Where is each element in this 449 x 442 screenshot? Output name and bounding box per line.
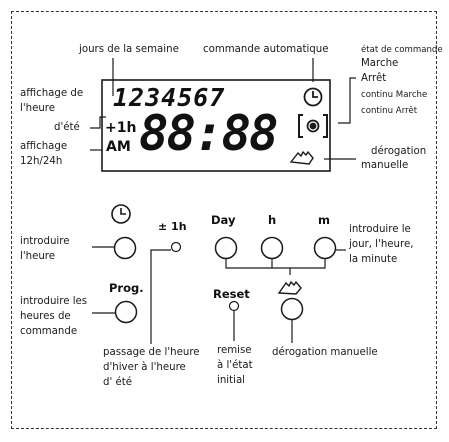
lcd-frame [101,79,331,172]
reset-button-label: Reset [213,287,250,301]
label-continu-marche: continu Marche [361,90,428,100]
label-intro-cmd-1: introduire les [20,296,88,307]
manual-button [280,297,304,321]
lcd-days: 1234567 [113,83,226,112]
day-button [214,236,238,260]
leader-etat [338,77,356,124]
label-passage-3: d' été [103,377,133,388]
label-passage-2: d'hiver à l'heure [103,362,186,373]
lcd-am: AM [106,139,131,155]
label-intro-heure-2: l'heure [20,251,56,262]
label-affichage-ete-2: l'heure [20,103,56,114]
label-derogation-manuelle: dérogation manuelle [272,347,378,358]
label-intro-heure-1: introduire [20,236,70,247]
leader-passage [150,249,171,344]
diagram-frame [11,11,437,429]
day-button-label: Day [211,213,236,227]
label-affichage-1224-1: affichage [20,141,68,152]
label-intro-jour-1: introduire le [349,224,411,235]
clock-set-button [113,236,137,260]
prog-button [114,300,138,324]
label-derogation-1: dérogation [371,146,427,157]
lcd-time: 88:88 [139,105,279,162]
label-passage-1: passage de l'heure [103,347,200,358]
label-affichage-ete-1: affichage de [20,88,84,99]
m-button-label: m [318,213,330,227]
h-button [260,236,284,260]
reset-button [228,300,240,312]
label-remise-3: initial [217,375,246,386]
label-intro-jour-2: jour, l'heure, [349,239,414,250]
hand-icon [277,280,302,295]
label-etat-commande: état de commande [361,45,443,55]
label-commande-auto: commande automatique [203,44,329,55]
m-button [313,236,337,260]
leader-day-h-m [225,259,326,269]
label-remise-1: remise [217,345,252,356]
label-remise-2: à l'état [217,360,253,371]
label-continu-arret: continu Arrêt [361,106,418,116]
leader-ete [90,116,106,129]
clock-icon [111,204,131,224]
lcd-plus1h: +1h [105,120,137,136]
plus1h-button-label: ± 1h [158,220,187,233]
plus1h-small-button [170,241,182,253]
lcd-clock-icon [303,87,323,107]
h-button-label: h [268,213,277,227]
label-derogation-2: manuelle [361,160,409,171]
label-intro-jour-3: la minute [349,254,398,265]
label-affichage-1224-2: 12h/24h [20,156,63,167]
label-arret: Arrêt [361,73,387,84]
label-jours: jours de la semaine [79,44,179,55]
label-intro-cmd-3: commande [20,326,78,337]
label-affichage-ete-3: d'été [54,122,80,133]
label-marche: Marche [361,58,399,69]
lcd-hand-icon [289,150,314,165]
label-intro-cmd-2: heures de [20,311,71,322]
lcd-contact-icon [298,114,328,138]
prog-button-label: Prog. [109,281,144,295]
